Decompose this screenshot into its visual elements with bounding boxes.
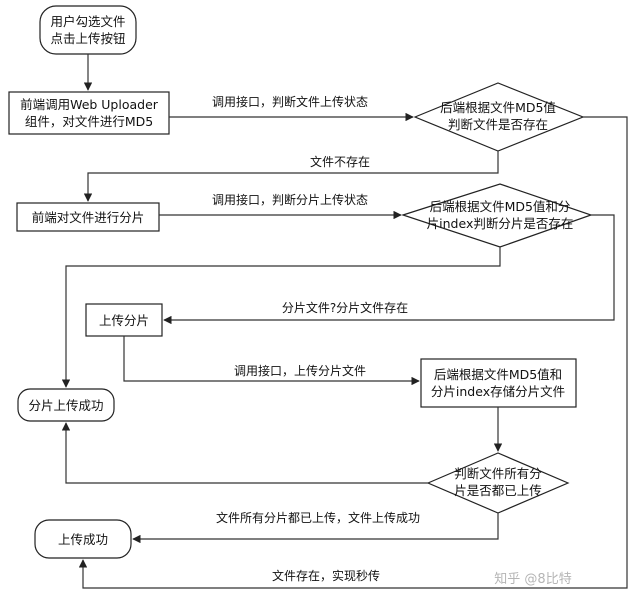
node-split: 前端对文件进行分片 — [16, 202, 160, 232]
edge-split-to-check-chunk: 调用接口，判断分片上传状态 — [159, 192, 402, 220]
node-chunk-success-label: 分片上传成功 — [28, 398, 103, 413]
edge-check-file-to-upload-success: 文件存在，实现秒传 — [78, 116, 628, 589]
node-check-all: 判断文件所有分片是否都已上传 — [426, 452, 570, 514]
node-check-all-label: 判断文件所有分片是否都已上传 — [454, 466, 542, 498]
node-store-chunk-label: 后端根据文件MD5值和分片index存储分片文件 — [431, 367, 565, 399]
node-upload-success-label: 上传成功 — [58, 532, 108, 547]
node-check-file-label: 后端根据文件MD5值判断文件是否存在 — [440, 100, 556, 132]
node-check-chunk: 后端根据文件MD5值和分片index判断分片是否存在 — [401, 183, 593, 248]
edge-chunk-status-label: 分片文件?分片文件存在 — [282, 300, 408, 315]
edge-check-chunk-to-upload-chunk: 分片文件?分片文件存在 — [163, 214, 615, 325]
edge-check-all-to-chunk-success — [61, 422, 428, 484]
edge-call-check-file-label: 调用接口，判断文件上传状态 — [212, 94, 368, 109]
edge-md5-to-check-file: 调用接口，判断文件上传状态 — [169, 94, 414, 122]
edge-file-not-exist-label: 文件不存在 — [310, 154, 370, 169]
edge-upload-chunk-to-store: 调用接口，上传分片文件 — [123, 336, 420, 386]
edge-check-chunk-to-chunk-success — [61, 247, 501, 388]
node-check-chunk-label: 后端根据文件MD5值和分片index判断分片是否存在 — [427, 199, 574, 231]
node-split-label: 前端对文件进行分片 — [32, 210, 145, 225]
node-start: 用户勾选文件点击上传按钮 — [39, 5, 137, 55]
node-upload-chunk-label: 上传分片 — [99, 313, 149, 328]
edge-call-upload-chunk-label: 调用接口，上传分片文件 — [234, 363, 366, 378]
node-store-chunk: 后端根据文件MD5值和分片index存储分片文件 — [420, 358, 577, 408]
node-upload-success: 上传成功 — [34, 519, 132, 559]
edge-check-file-to-split: 文件不存在 — [83, 151, 499, 202]
node-check-file: 后端根据文件MD5值判断文件是否存在 — [413, 82, 585, 152]
edge-all-uploaded-label: 文件所有分片都已上传，文件上传成功 — [216, 510, 420, 525]
node-chunk-success: 分片上传成功 — [17, 388, 115, 422]
edge-call-check-chunk-label: 调用接口，判断分片上传状态 — [212, 192, 368, 207]
watermark: 知乎 @8比特 — [494, 571, 571, 587]
edge-file-exists-label: 文件存在，实现秒传 — [272, 568, 380, 583]
edge-check-all-to-upload-success: 文件所有分片都已上传，文件上传成功 — [132, 510, 499, 544]
node-upload-chunk: 上传分片 — [85, 303, 163, 337]
node-start-label: 用户勾选文件点击上传按钮 — [50, 14, 125, 46]
